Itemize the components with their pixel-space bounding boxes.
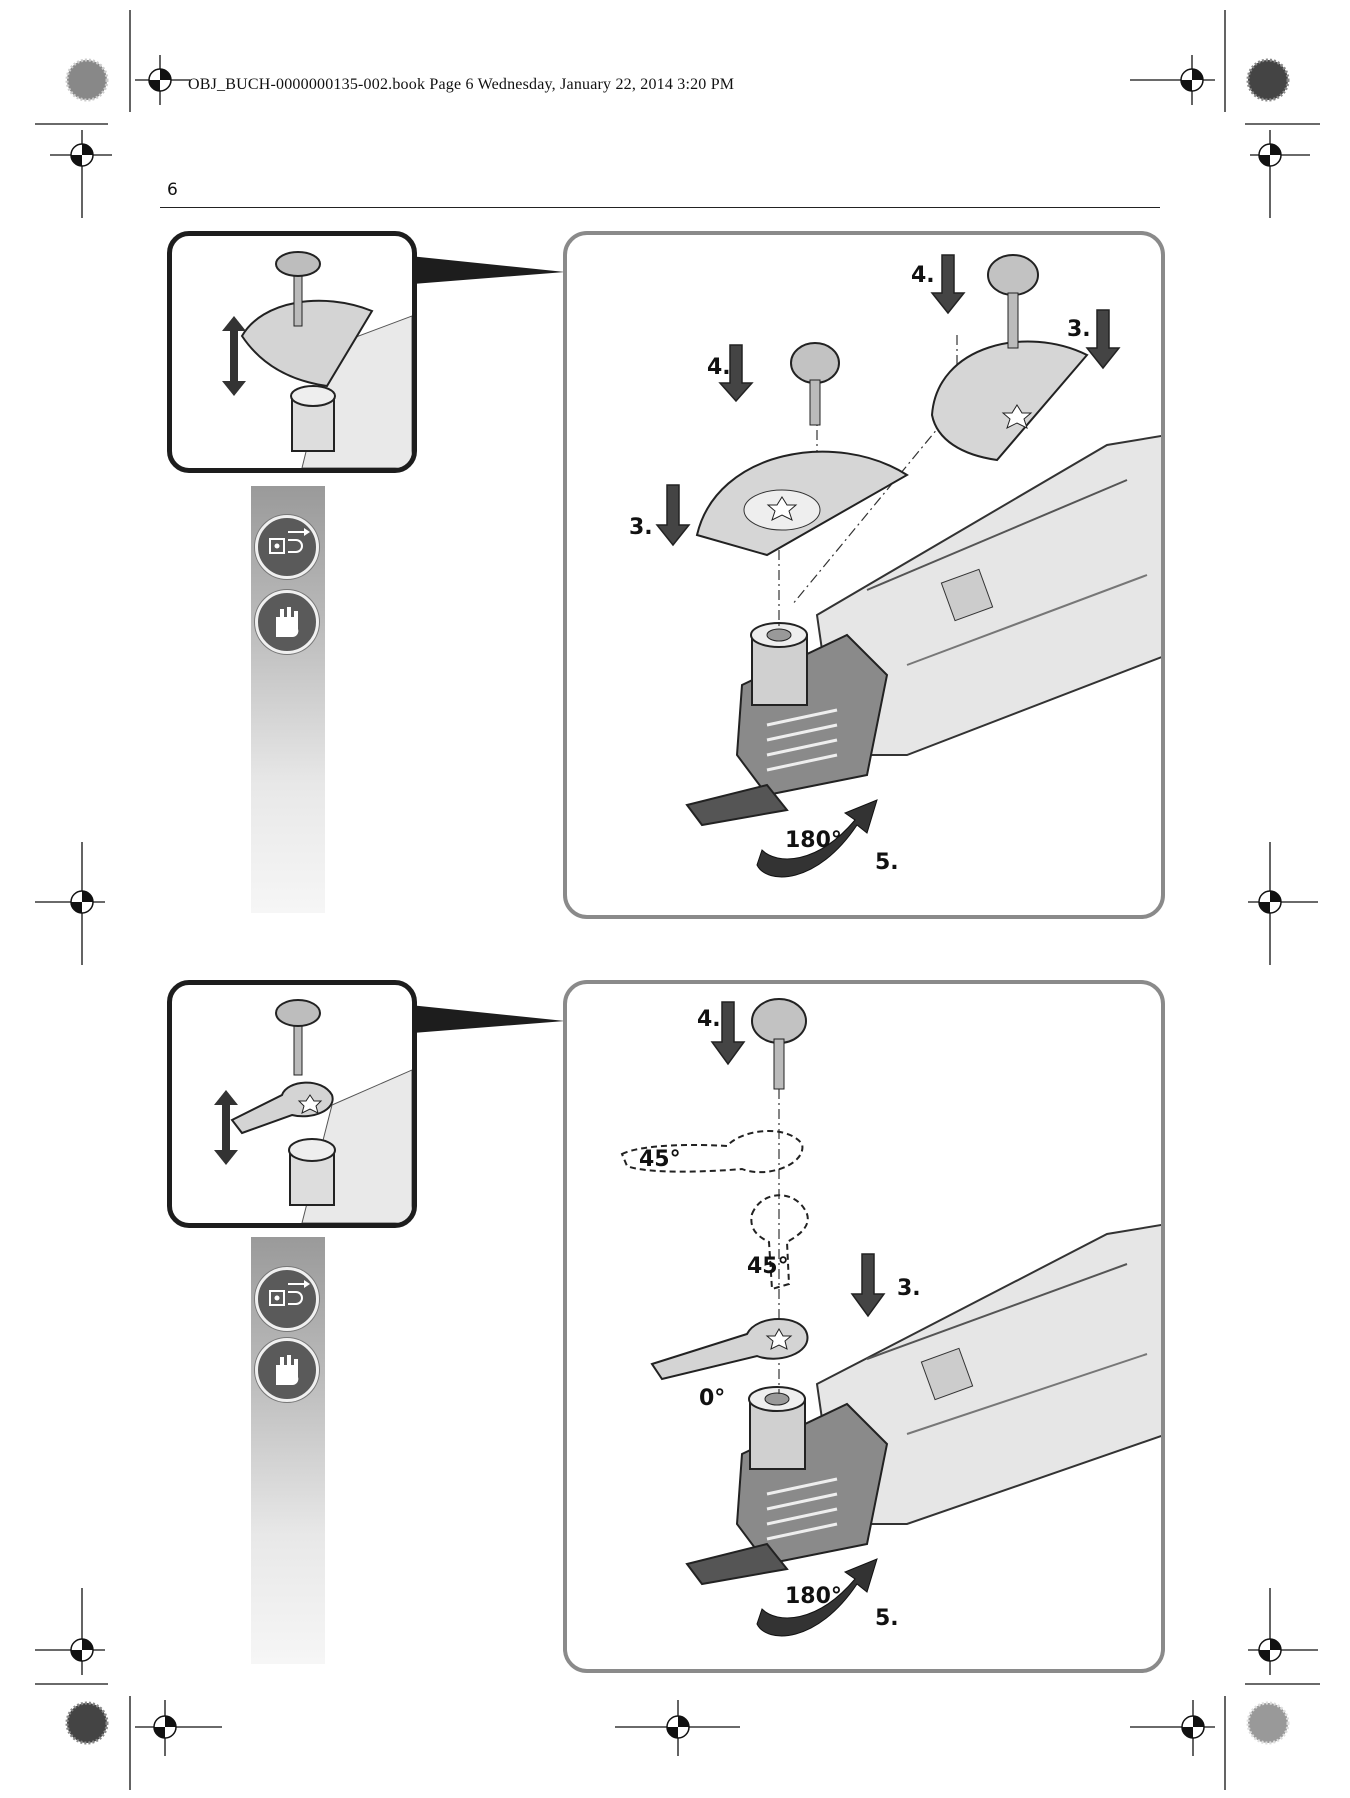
tool-blade-angle-drawing: [620, 998, 1161, 1637]
detail-inset-bottom: [167, 980, 417, 1228]
callout-wedge-bottom: [400, 1004, 565, 1034]
print-header: OBJ_BUCH-0000000135-002.book Page 6 Wedn…: [188, 76, 735, 93]
unplug-power-icon: [255, 515, 319, 579]
rotation-angle-label: 180°: [785, 1584, 842, 1609]
step-4-label: 4.: [707, 355, 731, 380]
detail-inset-top: [167, 231, 417, 473]
step-5-label: 5.: [875, 850, 899, 875]
blade-detail-drawing: [214, 999, 412, 1223]
step-3-label: 3.: [897, 1276, 921, 1301]
blade-angle-label: 0°: [699, 1386, 726, 1411]
step-4-label: 4.: [697, 1007, 721, 1032]
blade-angle-label: 45°: [639, 1147, 681, 1172]
step-5-label: 5.: [875, 1606, 899, 1631]
unplug-power-icon: [255, 1267, 319, 1331]
step-4-label: 4.: [911, 263, 935, 288]
step-3-label: 3.: [629, 515, 653, 540]
rotation-angle-label: 180°: [785, 828, 842, 853]
main-illustration-bottom: 4. 45° 45° 3. 0° 180° 5.: [563, 980, 1165, 1673]
header-rule: [160, 207, 1160, 208]
blade-detail-drawing: [222, 251, 412, 468]
page-number: 6: [167, 180, 178, 200]
tool-blade-assembly-drawing: [655, 254, 1161, 878]
wear-gloves-icon: [255, 1338, 319, 1402]
step-3-label: 3.: [1067, 317, 1091, 342]
main-illustration-top: 4. 4. 3. 3. 180° 5.: [563, 231, 1165, 919]
callout-wedge-top: [400, 255, 565, 285]
wear-gloves-icon: [255, 590, 319, 654]
blade-angle-label: 45°: [747, 1254, 789, 1279]
